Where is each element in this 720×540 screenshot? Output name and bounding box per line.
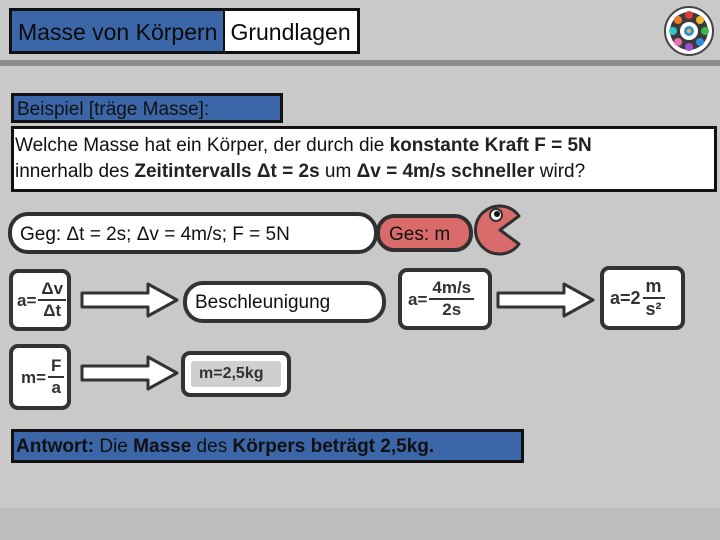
title-section: Grundlagen [225,11,357,51]
question-line-1: Welche Masse hat ein Körper, der durch d… [15,133,714,159]
acceleration-label: Beschleunigung [183,281,386,323]
footer-band [0,508,720,540]
fraction-numerator: 4m/s [429,279,475,300]
question-text-part: wird? [534,161,586,182]
formula-fraction: Δv Δt [38,280,67,320]
given-values: Geg: Δt = 2s; Δv = 4m/s; F = 5N [8,212,378,254]
fraction-numerator: F [48,357,65,378]
acceleration-substitution: a= 4m/s 2s [398,268,492,330]
wanted-value: Ges: m [376,214,473,252]
answer-bold-value: Körpers beträgt 2,5kg. [232,436,435,457]
question-text: Welche Masse hat ein Körper, der durch d… [11,126,717,192]
formula-prefix: a= [17,290,37,310]
formula-fraction: F a [48,357,65,397]
formula-prefix: a=2 [610,288,641,308]
formula-fraction: m s² [642,277,665,319]
right-arrow-icon [80,282,179,318]
mass-result: m=2,5kg [181,351,291,397]
answer-text-part: des [191,436,233,457]
formula-prefix: m= [21,367,47,387]
acceleration-formula: a= Δv Δt [9,269,71,331]
fraction-denominator: a [51,378,61,397]
right-arrow-icon [80,355,179,391]
acceleration-result: a=2 m s² [600,266,685,330]
question-text-part: innerhalb des [15,161,135,182]
fraction-numerator: m [642,277,665,299]
title-topic: Masse von Körpern [12,11,224,51]
question-bold-velocity: Δv = 4m/s schneller [356,161,535,182]
pacman-icon [474,204,521,256]
answer-bold-mass: Masse [133,436,192,457]
mass-result-value: m=2,5kg [191,361,281,387]
question-line-2: innerhalb des Zeitintervalls Δt = 2s um … [15,159,714,185]
fraction-denominator: s² [645,299,662,319]
header-divider [0,60,720,66]
answer-bar: Antwort: Die Masse des Körpers beträgt 2… [11,429,524,463]
example-heading: Beispiel [träge Masse]: [11,93,283,123]
question-text-part: um [319,161,357,182]
mass-formula: m= F a [9,344,71,410]
formula-prefix: a= [408,289,428,309]
question-bold-force: konstante Kraft F = 5N [389,135,592,156]
formula-fraction: 4m/s 2s [429,279,475,319]
fraction-denominator: 2s [442,300,462,319]
slide-title: Masse von Körpern Grundlagen [9,8,360,54]
right-arrow-icon [496,282,595,318]
mandala-logo [664,6,714,56]
fraction-denominator: Δt [43,301,62,320]
answer-text-part: Die [94,436,134,457]
answer-label: Antwort: [16,436,95,457]
question-text-part: Welche Masse hat ein Körper, der durch d… [15,135,390,156]
fraction-numerator: Δv [38,280,67,301]
question-bold-interval: Zeitintervalls Δt = 2s [134,161,320,182]
